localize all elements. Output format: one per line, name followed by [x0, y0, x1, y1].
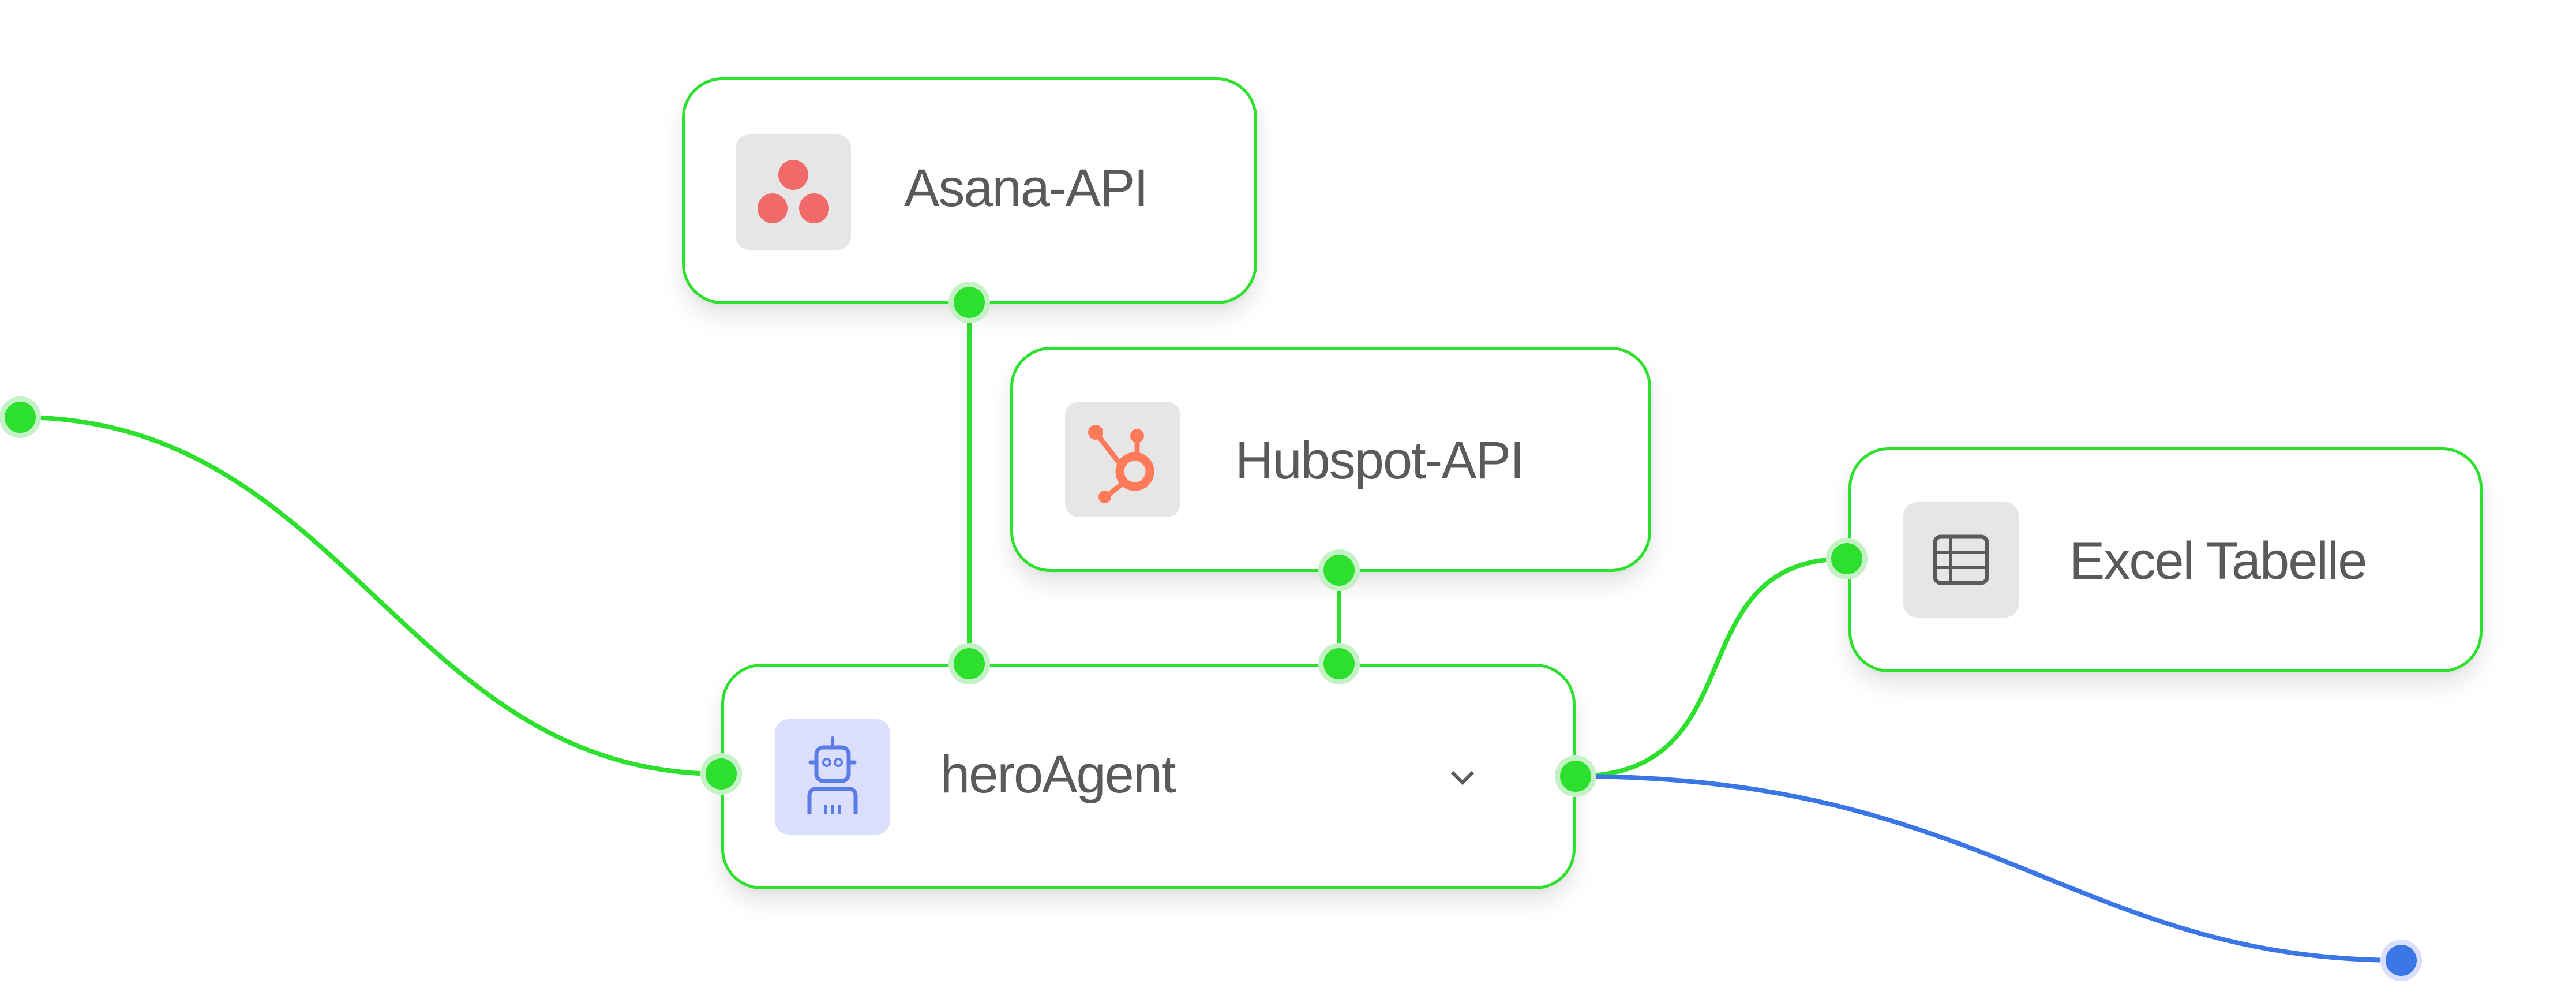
node-label: Excel Tabelle	[2069, 532, 2367, 590]
table-icon	[1933, 534, 1989, 585]
input-source-handle[interactable]	[0, 396, 41, 438]
chevron-down-icon	[1450, 770, 1475, 785]
agent-tool-handle-2[interactable]	[1318, 643, 1360, 684]
hubspot-icon-box	[1065, 402, 1180, 517]
node-label: Asana-API	[904, 159, 1149, 218]
agent-icon-box	[775, 719, 890, 835]
edge-agent-to-output[interactable]	[1575, 774, 2402, 963]
excel-input-handle[interactable]	[1826, 538, 1868, 579]
agent-output-handle[interactable]	[1555, 755, 1596, 797]
node-label: Hubspot-API	[1235, 431, 1525, 490]
hubspot-logo-icon	[1088, 425, 1154, 503]
node-hero-agent[interactable]: heroAgent	[721, 664, 1576, 889]
hubspot-output-handle[interactable]	[1318, 549, 1360, 591]
node-label: heroAgent	[940, 745, 1176, 804]
node-excel-tabelle[interactable]: Excel Tabelle	[1848, 447, 2483, 672]
node-asana-api[interactable]: Asana-API	[682, 77, 1257, 304]
edge-agent-to-excel[interactable]	[1575, 556, 1847, 779]
agent-input-handle[interactable]	[700, 753, 742, 795]
agent-tool-handle-1[interactable]	[948, 643, 990, 684]
asana-icon-box	[736, 134, 851, 250]
edge-input-to-agent[interactable]	[20, 415, 722, 776]
node-hubspot-api[interactable]: Hubspot-API	[1010, 347, 1651, 572]
asana-output-handle[interactable]	[948, 282, 990, 323]
excel-icon-box	[1903, 502, 2019, 618]
expand-toggle[interactable]	[1445, 760, 1480, 795]
output-target-handle[interactable]	[2380, 940, 2422, 981]
asana-logo-icon	[758, 160, 829, 223]
robot-icon	[807, 736, 858, 814]
